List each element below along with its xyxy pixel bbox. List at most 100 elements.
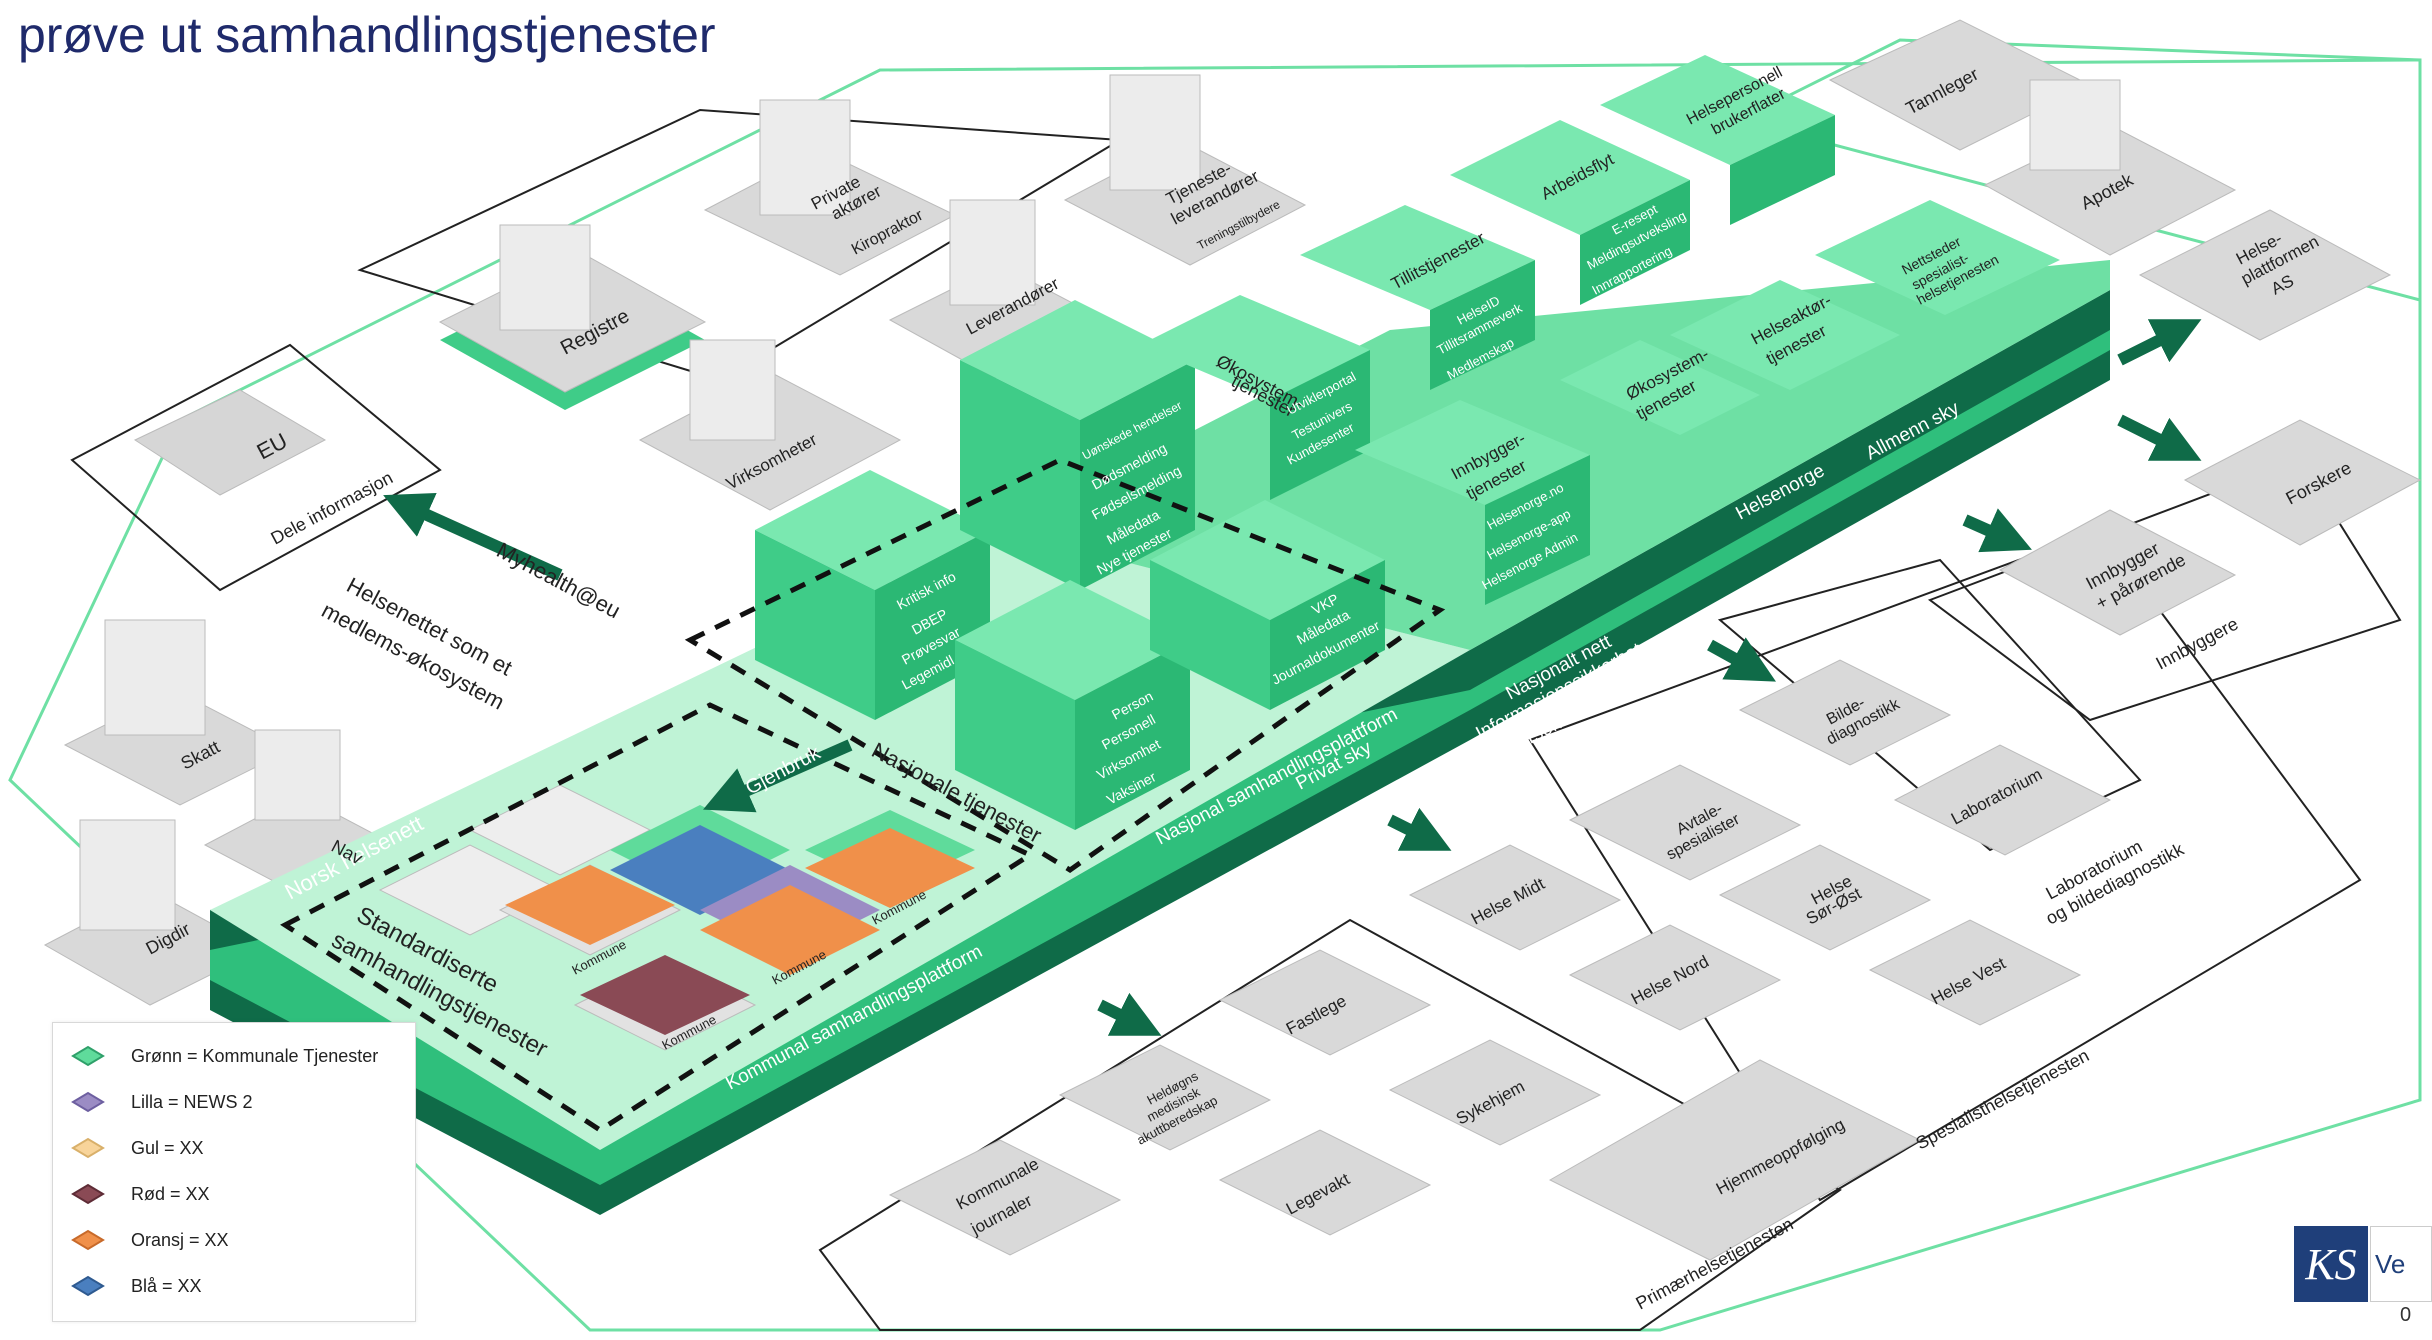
outer-actor-tiles — [43, 19, 2422, 1006]
okosystem-top — [1140, 295, 1370, 400]
primaer-arrow — [1097, 992, 1162, 1036]
helse-midt-shape — [1408, 844, 1622, 951]
legend-swatch-purple — [71, 1091, 105, 1113]
digdir-building-icon — [79, 819, 176, 931]
sykehjem-shape — [1388, 1039, 1602, 1146]
dele-info-label: Dele informasjon — [267, 467, 396, 548]
avtalespesialister-shape — [1568, 764, 1802, 881]
hjemmeoppfolging-shape — [1548, 1059, 1922, 1261]
legend-label-purple: Lilla = NEWS 2 — [131, 1091, 253, 1112]
legend-item-purple: Lilla = NEWS 2 — [71, 1085, 253, 1119]
service-stacks — [755, 55, 2060, 830]
legend-label-yellow: Gul = XX — [131, 1137, 204, 1158]
forskere-tile — [2183, 419, 2422, 546]
primaer-region — [818, 918, 1842, 1331]
arbeidsflyt-top — [1450, 120, 1690, 235]
private-building-icon — [759, 99, 851, 216]
legend-item-green: Grønn = Kommunale Tjenester — [71, 1039, 378, 1073]
stack3-front-right — [1075, 640, 1190, 830]
legend-swatch-yellow — [71, 1137, 105, 1159]
arbeidsflyt-front — [1580, 180, 1690, 305]
innbyggere-label: Innbyggere — [2152, 614, 2241, 674]
okosystem-front — [1270, 350, 1370, 500]
helseaktor-top — [1670, 280, 1900, 390]
innbygger-arrow — [1962, 508, 2032, 553]
legend-swatch-blue — [71, 1275, 105, 1297]
kommune-tile-2-red — [580, 955, 750, 1035]
legend-swatch-orange — [71, 1229, 105, 1251]
brukerflater-top — [1600, 55, 1835, 165]
legend-swatch-green — [71, 1045, 105, 1067]
kommune-tile-5-stripes — [805, 828, 975, 908]
legend-label-green: Grønn = Kommunale Tjenester — [131, 1045, 379, 1066]
helse-nord-shape — [1568, 924, 1782, 1031]
bildediagnostikk-shape — [1738, 659, 1952, 766]
legend-label-red: Rød = XX — [131, 1183, 210, 1204]
tillit-front — [1430, 260, 1535, 390]
skatt-building-icon — [104, 619, 206, 736]
helse-vest-shape — [1868, 919, 2082, 1026]
stack4-front-right — [1270, 560, 1385, 710]
brukerflater-front — [1730, 115, 1835, 225]
stack4-top — [1150, 500, 1385, 620]
arrows — [383, 319, 2202, 1036]
right-arrow-2 — [2117, 414, 2202, 461]
legend-swatch-red — [71, 1183, 105, 1205]
stack2-top — [960, 300, 1195, 420]
tillit-top — [1300, 205, 1535, 310]
innbygger-stack-front — [1485, 455, 1590, 605]
right-top-region — [1735, 38, 2422, 302]
legend-label-orange: Oransj = XX — [131, 1229, 229, 1250]
innbygger-tile — [1998, 509, 2237, 636]
okosystem2-top — [1560, 340, 1760, 435]
legend-label-blue: Blå = XX — [131, 1275, 202, 1296]
spesialist-label: Spesialisthelsetjenesten — [1912, 1045, 2092, 1153]
stack2-front-right — [1080, 360, 1195, 590]
stack1-top — [755, 470, 990, 590]
ks-logo-mark: KS — [2294, 1226, 2368, 1302]
legend-item-yellow: Gul = XX — [71, 1131, 204, 1165]
kommunale-journaler-shape — [888, 1139, 1122, 1256]
eu-tile — [133, 389, 327, 496]
apotek-building-icon — [2029, 79, 2121, 171]
legend-item-blue: Blå = XX — [71, 1269, 202, 1303]
innbygger-stack-top — [1355, 400, 1590, 505]
leverandorer-building-icon — [949, 199, 1036, 306]
heldogns-shape — [1058, 1044, 1272, 1151]
kommune-tile-1-orange — [505, 865, 675, 945]
right-arrow-1 — [2117, 319, 2202, 366]
fastlege-shape — [1218, 949, 1432, 1056]
kommunal-dashed-region — [280, 702, 1036, 1133]
stack4-front-left — [1150, 560, 1270, 710]
ve-logo-text: Ve — [2375, 1248, 2406, 1279]
nasjonale-dashed-region — [684, 457, 1446, 873]
care-tile-shapes — [888, 659, 2112, 1261]
lab-region — [1717, 558, 2142, 852]
nettsteder-top — [1815, 200, 2060, 315]
page-title: prøve ut samhandlingstjenester — [18, 7, 716, 63]
stack3-top — [955, 580, 1190, 700]
innbyggere-region — [1927, 458, 2402, 722]
tjenesteleverandorer-building-icon — [1109, 74, 1201, 191]
legend: Grønn = Kommunale Tjenester Lilla = NEWS… — [52, 1022, 416, 1322]
legevakt-shape — [1218, 1129, 1432, 1236]
laboratorium-shape — [1893, 744, 2112, 856]
helse-sor-ost-shape — [1718, 844, 1932, 951]
eu-region — [70, 343, 442, 592]
gjenbruk-arrow — [703, 739, 853, 813]
legend-item-red: Rød = XX — [71, 1177, 210, 1211]
spesialist-arrow — [1707, 637, 1776, 682]
care-arrow — [1387, 807, 1452, 851]
helseplattformen-tile — [2138, 209, 2392, 341]
kommune-tiles — [280, 457, 1446, 1133]
nav-building-icon — [254, 729, 341, 821]
stack2-front-left — [960, 360, 1080, 590]
stack3-front-left — [955, 640, 1075, 830]
ks-logo: KS Ve — [2294, 1226, 2432, 1302]
legend-item-orange: Oransj = XX — [71, 1223, 229, 1257]
myhealth-arrow — [383, 493, 563, 581]
virksomheter-building-icon — [689, 339, 776, 441]
logo-digit: 0 — [2400, 1304, 2412, 1326]
registre-building-icon — [499, 224, 591, 331]
